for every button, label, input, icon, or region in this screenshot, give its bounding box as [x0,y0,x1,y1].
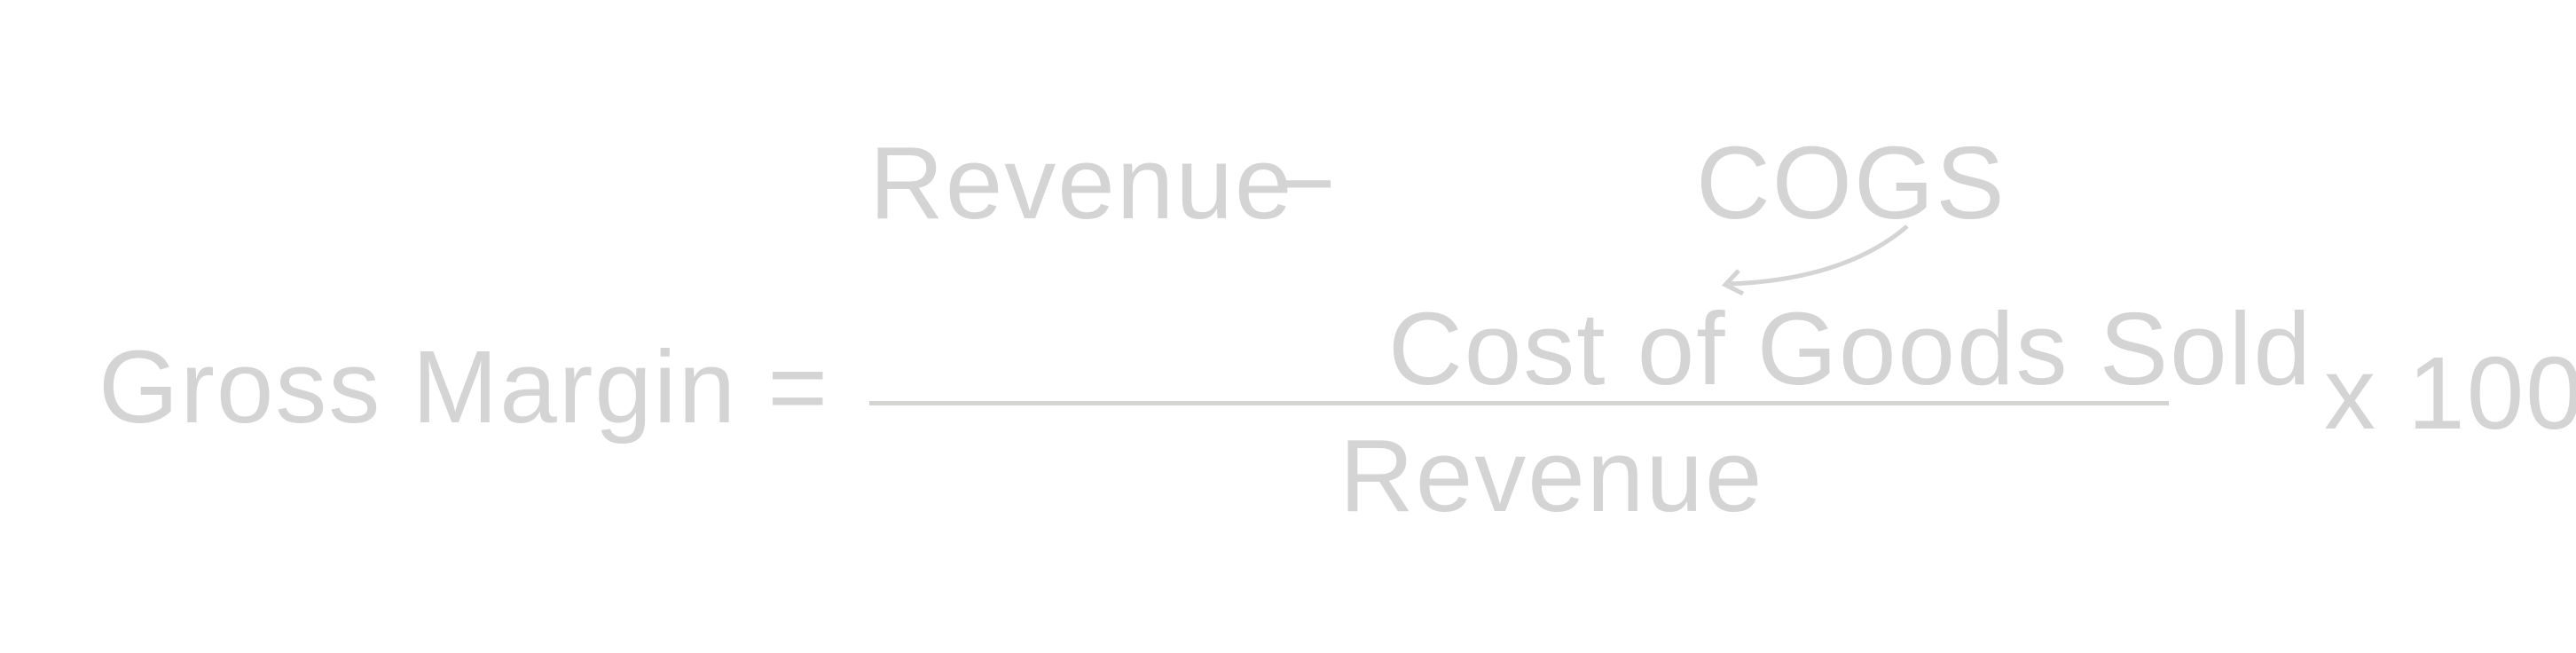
numerator: Cost of Goods Sold [1388,291,2313,406]
top-cogs-term: COGS [1696,125,2007,240]
multiplier: x 100 [2324,335,2576,451]
fraction-bar [869,401,2169,405]
curved-arrow-icon [1721,224,1909,296]
minus-operator: − [1276,125,1338,240]
top-revenue-term: Revenue [869,125,1294,240]
gross-margin-label: Gross Margin = [98,329,830,445]
denominator: Revenue [1339,418,1764,533]
